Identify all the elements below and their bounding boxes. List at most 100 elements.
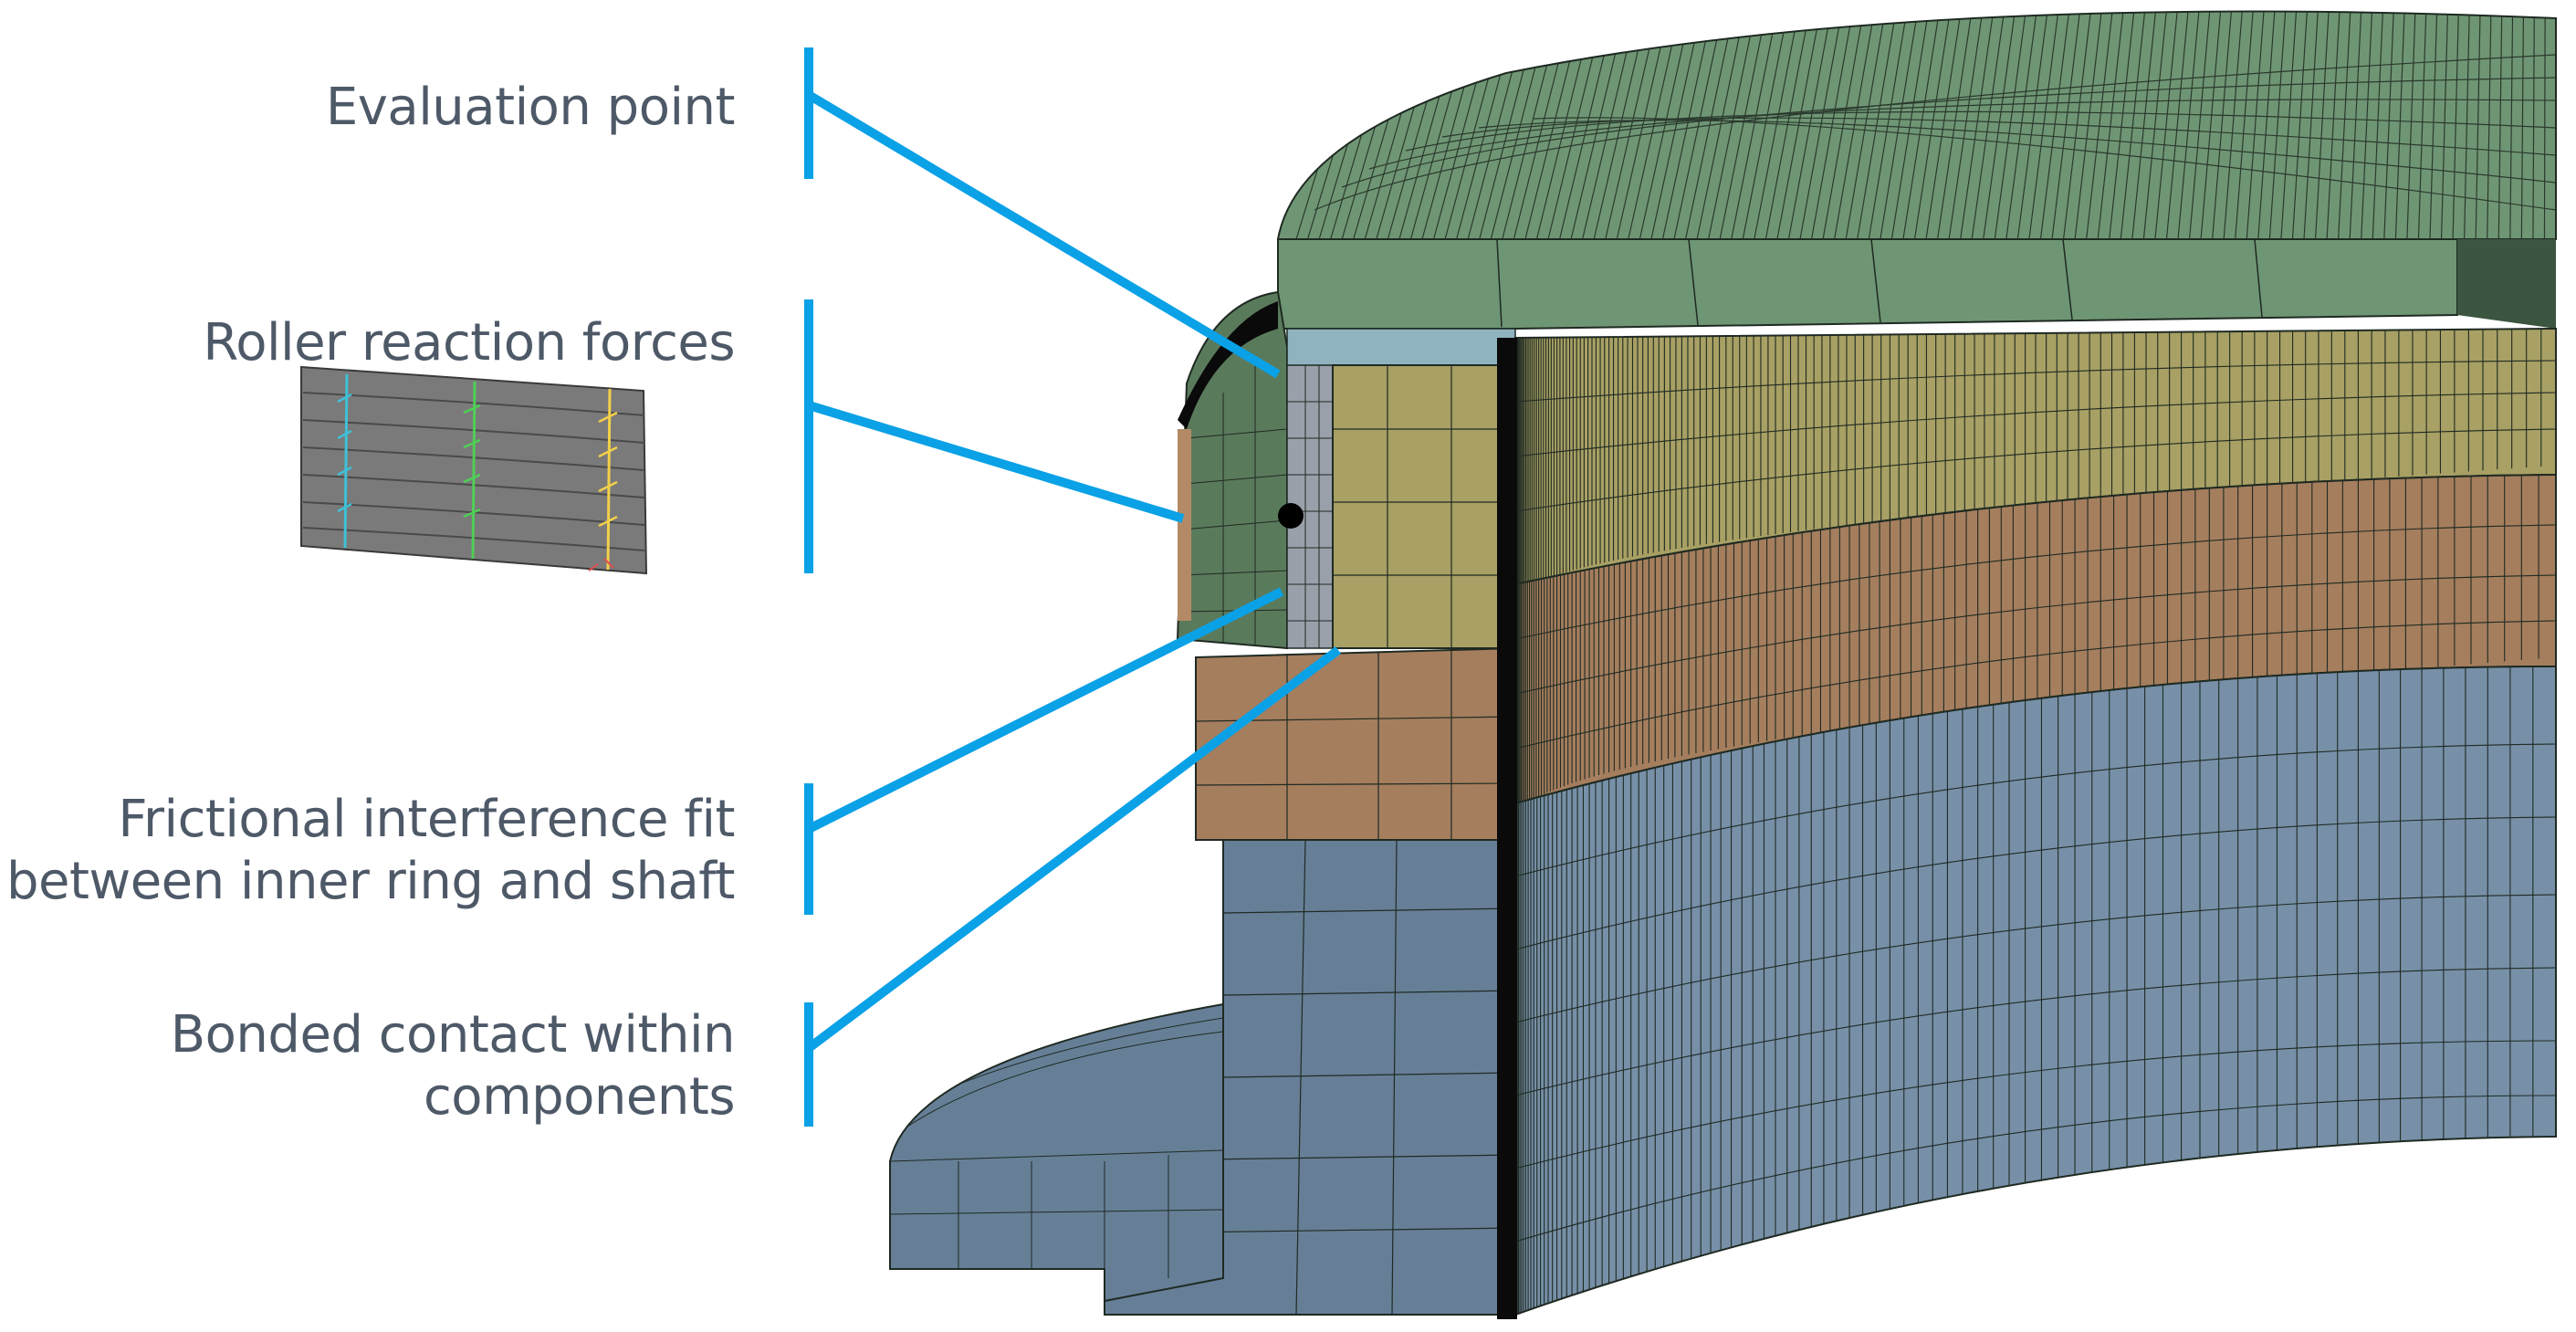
mesh-line <box>2154 11 2179 239</box>
mesh-line <box>2349 11 2362 239</box>
mesh-line <box>2280 11 2298 239</box>
mesh-line <box>1925 11 1963 239</box>
mesh-line <box>2497 11 2503 239</box>
label-evaluation-point: Evaluation point <box>325 77 736 139</box>
roller-reaction-forces-inset <box>300 365 648 575</box>
mesh-line <box>2543 11 2546 239</box>
mesh-line <box>1708 11 1759 239</box>
mesh-line <box>1857 11 1899 239</box>
mesh-line <box>1948 11 1985 239</box>
label-bonded-contact: Bonded contact within components <box>170 1004 736 1128</box>
mesh-line <box>2212 11 2234 239</box>
mesh-line <box>2246 11 2266 239</box>
callout-leader-bonded <box>805 646 1342 1052</box>
mesh-line <box>2109 11 2136 239</box>
mesh-line <box>1902 11 1942 239</box>
mesh-line <box>1868 11 1910 239</box>
outer-ring-inner-edge <box>2457 239 2556 329</box>
mesh-line <box>2417 11 2427 239</box>
mesh-line <box>2223 11 2244 239</box>
roller-cross-section <box>1332 364 1516 649</box>
mesh-line <box>1731 11 1780 239</box>
mesh-line <box>2268 11 2288 239</box>
mesh-line <box>1913 11 1953 239</box>
mesh-line <box>1845 11 1888 239</box>
mesh-line <box>2039 11 2071 239</box>
mesh-line <box>2142 11 2169 239</box>
mesh-line <box>2303 11 2319 239</box>
mesh-line <box>1696 11 1748 239</box>
mesh-line <box>2188 11 2212 239</box>
mesh-line <box>1787 11 1834 239</box>
mesh-line <box>2291 11 2309 239</box>
mesh-line <box>2051 11 2082 239</box>
mesh-line <box>2520 11 2525 239</box>
mesh-line <box>1810 11 1856 239</box>
callout-leader-evaluation <box>806 90 1281 379</box>
mesh-line <box>2464 11 2471 239</box>
mesh-line <box>2361 11 2373 239</box>
mesh-line <box>1994 11 2028 239</box>
mesh-line <box>2372 11 2384 239</box>
mesh-line <box>2016 11 2050 239</box>
label-roller-reaction-forces: Roller reaction forces <box>203 312 735 374</box>
roller-band-mesh <box>1514 327 2557 586</box>
mesh-line <box>2394 11 2406 239</box>
mesh-line <box>2429 11 2438 239</box>
mesh-line <box>2086 11 2115 239</box>
mesh-line <box>2005 11 2039 239</box>
mesh-line <box>2235 11 2255 239</box>
mesh-line <box>1822 11 1867 239</box>
mesh-line <box>1960 11 1996 239</box>
mesh-line <box>1983 11 2017 239</box>
evaluation-point-marker <box>1278 503 1304 529</box>
mesh-line <box>1936 11 1974 239</box>
mesh-line <box>1880 11 1921 239</box>
mesh-line <box>2326 11 2341 239</box>
mesh-line <box>2028 11 2060 239</box>
mesh-line <box>2338 11 2352 239</box>
mesh-line <box>2383 11 2395 239</box>
label-frictional-line-2: between inner ring and shaft <box>5 852 736 911</box>
mesh-line <box>2097 11 2125 239</box>
mesh-line <box>2257 11 2277 239</box>
mesh-line <box>2131 11 2158 239</box>
mesh-line <box>1754 11 1802 239</box>
outer-ring-mesh <box>1176 10 2557 650</box>
outer-ring-top-surface <box>1276 10 2557 240</box>
label-frictional-line-1: Frictional interference fit <box>118 790 735 849</box>
mesh-line <box>2200 11 2223 239</box>
mesh-line <box>2509 11 2514 239</box>
label-roller-reaction-forces-text: Roller reaction forces <box>203 313 735 372</box>
mesh-line <box>1776 11 1823 239</box>
shaft-mesh <box>889 338 2557 1319</box>
label-frictional-interference-fit: Frictional interference fit between inne… <box>5 789 736 913</box>
label-evaluation-point-text: Evaluation point <box>325 78 736 137</box>
shaft-flange <box>889 1002 1224 1303</box>
mesh-line <box>1684 11 1737 239</box>
mesh-line <box>1719 11 1769 239</box>
callout-lines <box>804 47 1342 1127</box>
mesh-line <box>2475 11 2481 239</box>
mesh-line <box>2406 11 2416 239</box>
inner-ring-section <box>1195 646 1516 841</box>
callout-leader-frictional <box>806 587 1284 834</box>
mesh-line <box>2177 11 2201 239</box>
mesh-line <box>2062 11 2093 239</box>
mesh-line <box>1971 11 2006 239</box>
mesh-line <box>1834 11 1878 239</box>
mesh-line <box>2314 11 2330 239</box>
mesh-line <box>2487 11 2492 239</box>
inner-ring-mesh <box>1195 473 2557 841</box>
mesh-line <box>2440 11 2449 239</box>
mesh-line <box>1764 11 1813 239</box>
mesh-line <box>2532 11 2535 239</box>
mesh-line <box>1799 11 1845 239</box>
mesh-line <box>1742 11 1791 239</box>
mesh-line <box>1890 11 1932 239</box>
label-bonded-line-1: Bonded contact within <box>170 1005 736 1065</box>
mesh-line <box>2120 11 2147 239</box>
mesh-line <box>2452 11 2460 239</box>
callout-leader-roller <box>807 401 1185 523</box>
